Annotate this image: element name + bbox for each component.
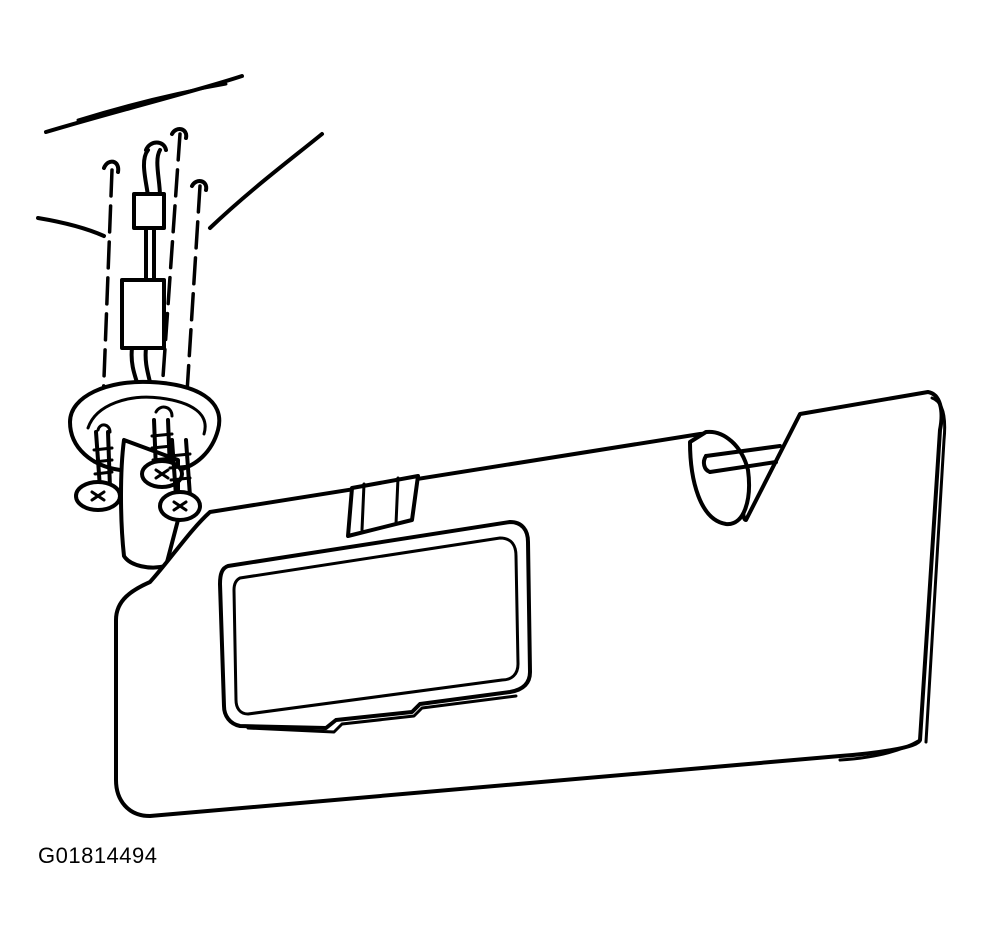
mounting-screws [74,405,202,522]
lower-connector [120,278,166,350]
vanity-mirror [218,520,532,734]
headliner-edge [36,74,324,238]
figure-id-label: G01814494 [38,843,158,868]
screw-left [74,430,122,512]
visor-strap [346,474,420,538]
wiring-harness [120,140,168,394]
screw-right [158,438,202,522]
mirror-frame [218,520,532,730]
upper-connector [132,192,166,230]
visor-pivot-rod [688,429,782,527]
